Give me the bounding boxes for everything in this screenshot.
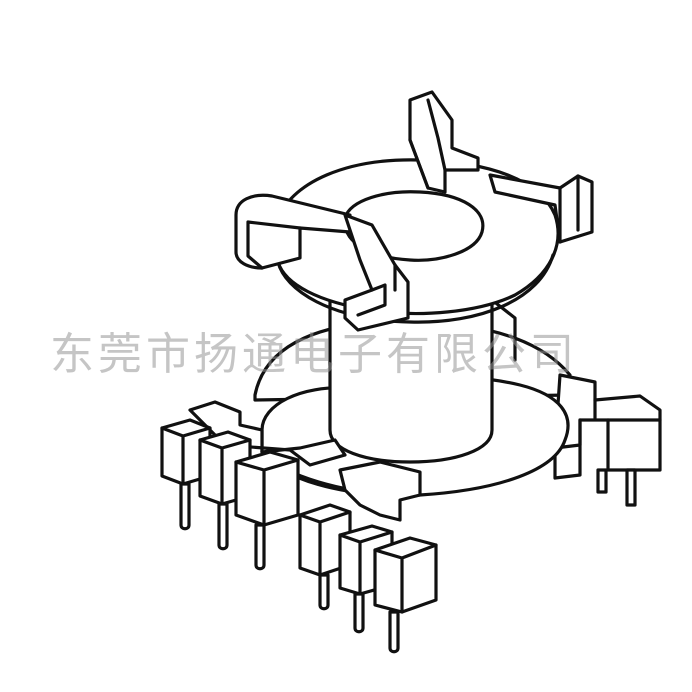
pin-front-2 bbox=[353, 592, 365, 634]
lower-flange-right-clip-face bbox=[553, 398, 662, 480]
pin-block-left-3 bbox=[234, 450, 300, 527]
upper-right-tab-face bbox=[558, 174, 580, 244]
pin-left-3 bbox=[254, 523, 266, 571]
right-pin-rear bbox=[596, 468, 608, 494]
upper-hook-rear-face bbox=[408, 98, 447, 190]
pin-block-front-3 bbox=[373, 536, 438, 614]
pin-block-left-1-face bbox=[160, 426, 212, 486]
pin-block-front-1-face bbox=[298, 510, 352, 577]
pin-left-2 bbox=[217, 502, 229, 551]
right-pin-front bbox=[625, 468, 637, 507]
pin-block-front-3-face bbox=[373, 543, 438, 614]
pin-left-1 bbox=[179, 482, 191, 531]
upper-flange-rim bbox=[276, 253, 555, 324]
pin-block-front-2-face bbox=[338, 530, 394, 596]
pin-front-3 bbox=[388, 610, 400, 654]
lower-front-wing bbox=[338, 460, 422, 522]
pin-block-left-3-face bbox=[234, 458, 300, 527]
pin-front-1 bbox=[318, 573, 330, 611]
lower-left-wing bbox=[188, 400, 347, 467]
lower-flange-right-clip bbox=[553, 373, 662, 472]
upper-left-hook-inner bbox=[246, 220, 302, 270]
upper-front-hook-face bbox=[356, 263, 397, 317]
upper-right-tab bbox=[488, 173, 594, 244]
upper-front-hook bbox=[343, 213, 410, 332]
pin-block-left-2-face bbox=[198, 438, 252, 506]
